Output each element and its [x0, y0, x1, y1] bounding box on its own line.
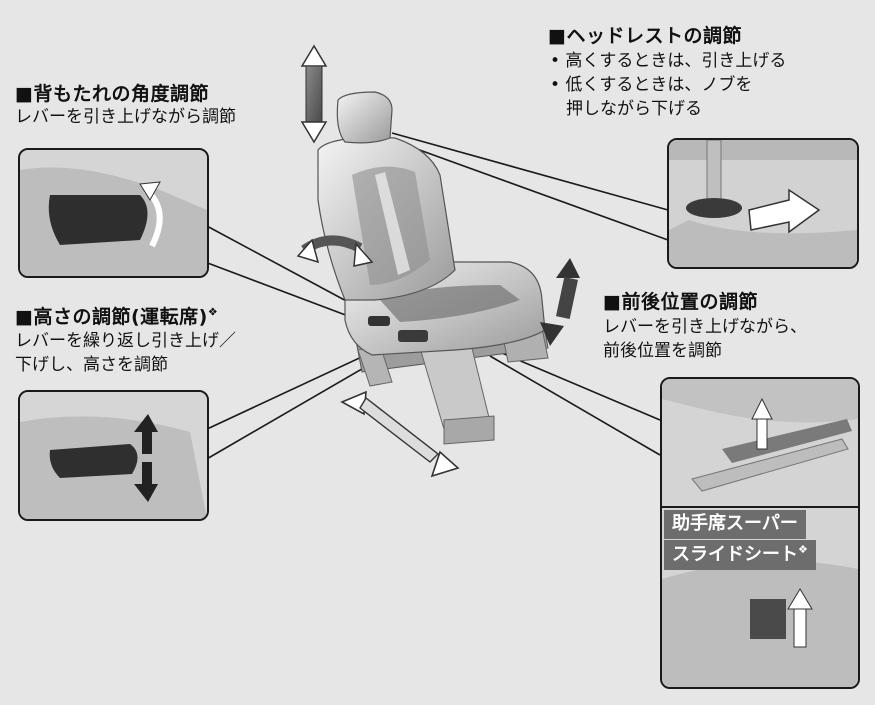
height-title-text: ■高さの調節(運転席) [15, 306, 208, 328]
backrest-lever-illustration [20, 150, 207, 276]
height-line2: 下げし、高さを調節 [15, 355, 168, 375]
height-line1: レバーを繰り返し引き上げ／ [15, 331, 236, 351]
super-slide-label-line1: 助手席スーパー [664, 510, 806, 539]
height-lever-illustration [20, 392, 207, 519]
height-title: ■高さの調節(運転席)❖ [15, 305, 218, 330]
slide-line1: レバーを引き上げながら、 [603, 317, 807, 337]
slide-line2: 前後位置を調節 [603, 341, 722, 361]
height-arrow [540, 258, 580, 346]
slide-arrow [340, 390, 460, 478]
backrest-desc: レバーを引き上げながら調節 [15, 107, 236, 127]
headrest-knob-illustration [669, 140, 857, 267]
seat-backrest [317, 136, 456, 301]
seat-levers [368, 316, 428, 342]
inset-height-lever [18, 390, 209, 521]
option-mark: ❖ [207, 305, 219, 319]
super-slide-label-line2: スライドシート❖ [664, 540, 816, 570]
headrest-line1: • 高くするときは、引き上げる [550, 51, 787, 71]
headrest-updown-arrow [300, 44, 328, 144]
recline-arrow [296, 235, 374, 267]
headrest-title: ■ヘッドレストの調節 [548, 25, 742, 47]
headrest [336, 91, 393, 144]
inset-headrest-knob [667, 138, 859, 269]
headrest-line3: 押しながら下げる [566, 99, 702, 119]
option-mark: ❖ [798, 543, 808, 556]
backrest-title: ■背もたれの角度調節 [15, 83, 209, 105]
slide-title: ■前後位置の調節 [603, 291, 758, 313]
headrest-line2: • 低くするときは、ノブを [550, 75, 753, 95]
inset-backrest-lever [18, 148, 209, 278]
